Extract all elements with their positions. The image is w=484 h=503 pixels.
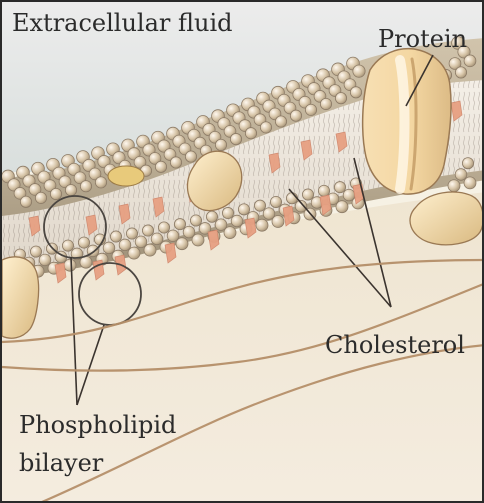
- upper-phospholipid-head: [20, 196, 31, 207]
- upper-phospholipid-head: [35, 192, 46, 203]
- lower-phospholipid-head: [263, 208, 275, 220]
- lower-phospholipid-head: [286, 193, 297, 204]
- phospholipid-label-line-1: Phospholipid: [19, 412, 176, 440]
- upper-phospholipid-head: [215, 139, 226, 150]
- lower-phospholipid-head: [448, 180, 460, 192]
- upper-phospholipid-head: [353, 65, 365, 77]
- upper-phospholipid-head: [350, 87, 361, 98]
- upper-phospholipid-head: [230, 133, 241, 144]
- lower-phospholipid-head: [151, 233, 163, 245]
- lower-phospholipid-head: [119, 239, 131, 251]
- lower-phospholipid-head: [270, 196, 281, 207]
- upper-phospholipid-head: [305, 104, 316, 115]
- cholesterol-label: Cholesterol: [325, 332, 465, 360]
- lower-phospholipid-head: [464, 177, 476, 189]
- lower-phospholipid-head: [318, 185, 329, 196]
- protein-channel-highlight: [400, 60, 405, 189]
- right-edge-protein: [410, 192, 483, 245]
- lower-phospholipid-head: [302, 189, 313, 200]
- lower-phospholipid-head: [167, 230, 179, 242]
- lower-phospholipid-head: [126, 228, 137, 239]
- protein-label: Protein: [378, 26, 467, 54]
- upper-phospholipid-head: [464, 55, 476, 67]
- lower-phospholipid-head: [215, 219, 227, 231]
- lower-phospholipid-head: [222, 207, 233, 218]
- upper-phospholipid-head: [260, 122, 271, 133]
- upper-phospholipid-head: [170, 157, 181, 168]
- extracellular-fluid-label: Extracellular fluid: [12, 10, 233, 38]
- lower-phospholipid-head: [78, 237, 89, 248]
- lower-phospholipid-head: [254, 200, 265, 211]
- upper-phospholipid-head: [65, 184, 76, 195]
- lower-phospholipid-head: [62, 240, 73, 251]
- lower-phospholipid-head: [135, 236, 147, 248]
- lower-phospholipid-head: [144, 244, 156, 256]
- small-top-protein: [108, 166, 144, 186]
- upper-phospholipid-head: [455, 67, 466, 78]
- lower-phospholipid-head: [103, 242, 115, 254]
- upper-phospholipid-head: [80, 181, 91, 192]
- lower-phospholipid-head: [39, 254, 51, 266]
- lower-phospholipid-head: [231, 215, 243, 227]
- lower-phospholipid-head: [158, 222, 169, 233]
- upper-phospholipid-head: [320, 98, 331, 109]
- lower-phospholipid-head: [174, 219, 185, 230]
- lower-phospholipid-head: [142, 225, 153, 236]
- upper-phospholipid-head: [95, 177, 106, 188]
- upper-phospholipid-head: [155, 161, 166, 172]
- upper-phospholipid-head: [275, 116, 286, 127]
- upper-phospholipid-head: [245, 128, 256, 139]
- lower-phospholipid-head: [190, 215, 201, 226]
- lower-phospholipid-head: [455, 169, 467, 181]
- lower-phospholipid-head: [238, 204, 249, 215]
- lower-phospholipid-head: [128, 247, 140, 259]
- phospholipid-label-line-2: bilayer: [19, 450, 103, 478]
- lower-phospholipid-head: [183, 226, 195, 238]
- upper-phospholipid-head: [335, 93, 346, 104]
- lower-phospholipid-head: [110, 231, 121, 242]
- lower-phospholipid-head: [334, 182, 345, 193]
- lower-phospholipid-head: [30, 246, 41, 257]
- lower-phospholipid-head: [206, 211, 217, 222]
- upper-phospholipid-head: [50, 188, 61, 199]
- lower-phospholipid-head: [64, 259, 76, 271]
- lower-phospholipid-head: [343, 189, 355, 201]
- lower-phospholipid-head: [462, 158, 473, 169]
- upper-phospholipid-head: [290, 110, 301, 121]
- upper-phospholipid-head: [185, 151, 196, 162]
